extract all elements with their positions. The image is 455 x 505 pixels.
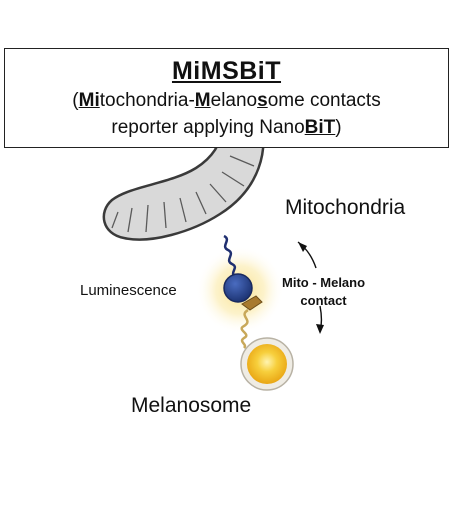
subtitle-segment: ( [72, 90, 79, 111]
mitochondria-label: Mitochondria [285, 196, 406, 219]
subtitle-segment: ) [335, 117, 342, 138]
subtitle-segment: ome contacts [267, 90, 381, 111]
title-box: MiMSBiT (Mitochondria-Melanosome contact… [4, 48, 449, 148]
subtitle-line-2: reporter applying NanoBiT) [5, 117, 448, 139]
contact-label-line-2: contact [300, 293, 347, 308]
subtitle-segment: s [257, 90, 268, 111]
subtitle-segment: Mi [78, 90, 100, 111]
contact-label: Mito - Melano contact [282, 274, 365, 310]
melanosome-label: Melanosome [131, 394, 252, 417]
small-bit [241, 295, 263, 311]
subtitle-segment: BiT [304, 117, 336, 138]
subtitle-segment: M [194, 90, 211, 111]
diagram-title: MiMSBiT [171, 57, 282, 85]
subtitle-segment: elano [210, 90, 258, 111]
subtitle-line-1: (Mitochondria-Melanosome contacts [5, 90, 448, 112]
large-bit [223, 273, 253, 303]
luminescence-label: Luminescence [80, 282, 177, 299]
contact-arrow-down [316, 305, 324, 334]
subtitle-segment: tochondria- [99, 90, 195, 111]
subtitle-segment: reporter applying Nano [111, 117, 305, 138]
gold-linker [240, 308, 249, 349]
contact-label-line-1: Mito - Melano [282, 275, 366, 290]
blue-linker [223, 234, 237, 279]
melanosome [247, 344, 287, 384]
contact-arrow-up [297, 241, 317, 269]
